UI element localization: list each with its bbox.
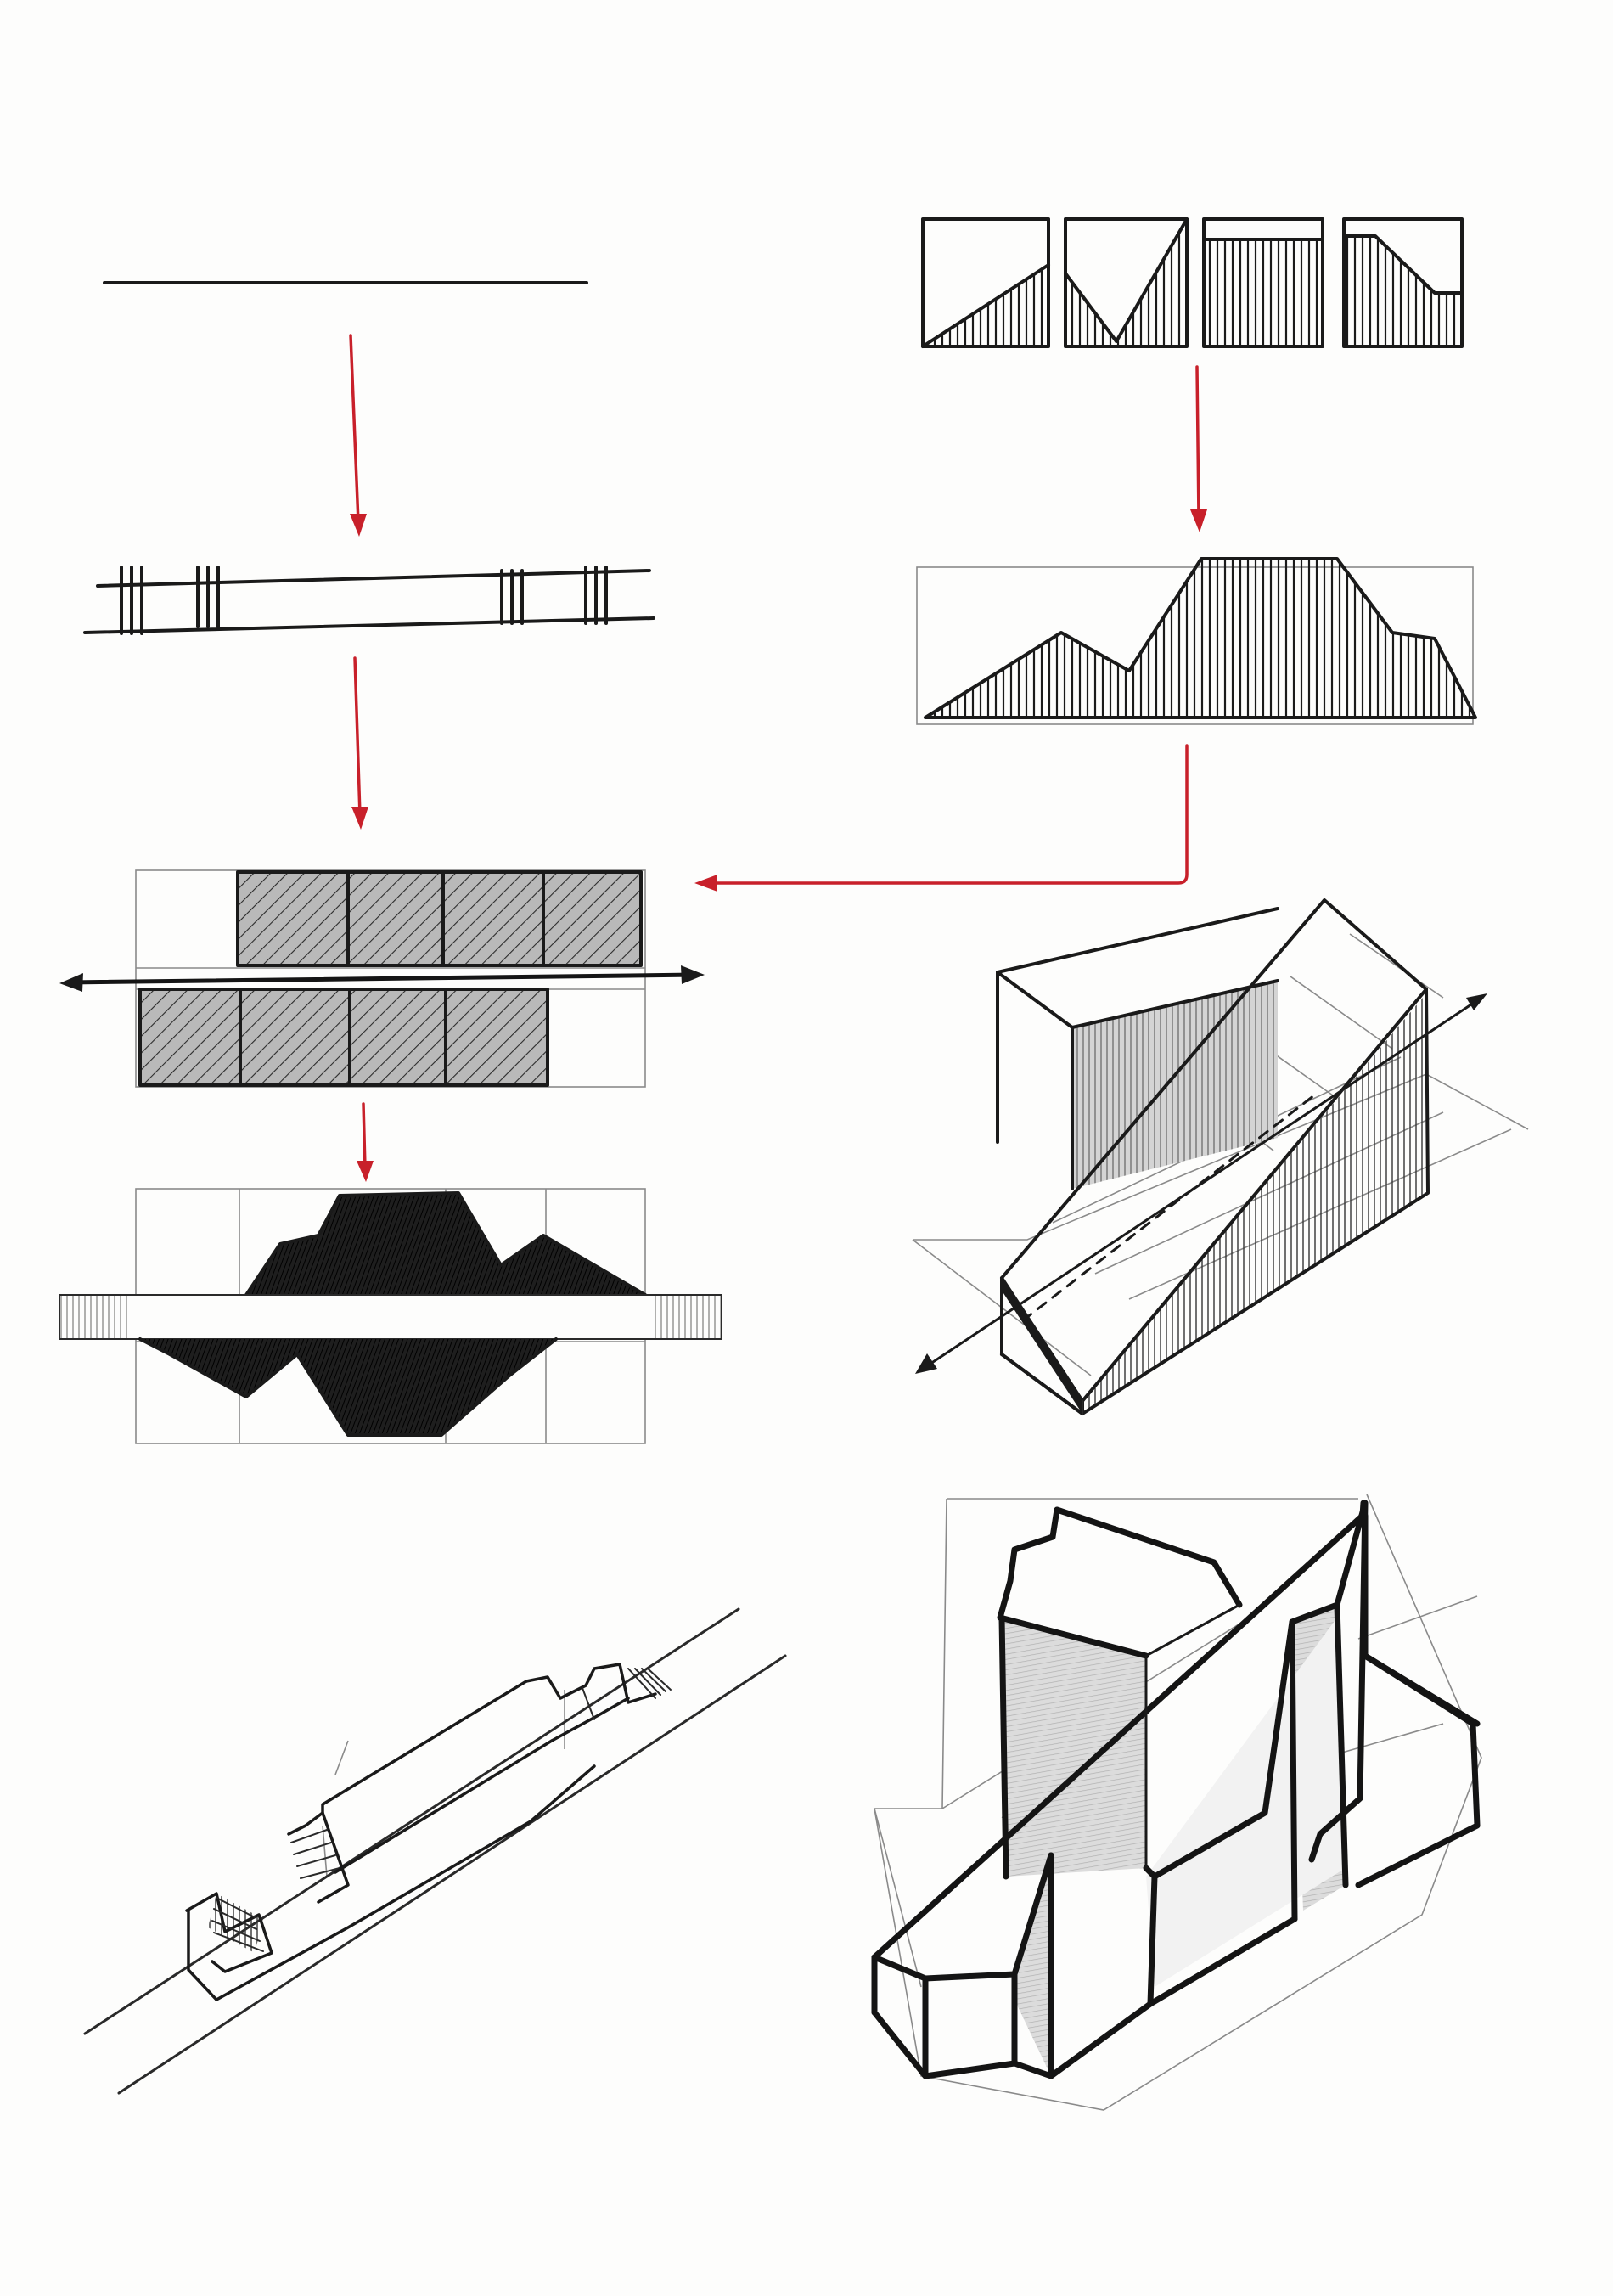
red-arrow-left-elbow: [694, 744, 1189, 892]
plan-grid-diagram: [59, 869, 705, 1088]
red-arrow-down-1: [349, 334, 367, 537]
thumbnail-step-down: [1342, 217, 1464, 348]
isometric-ramp-box: [912, 898, 1529, 1415]
line-with-stripe-segments: [83, 566, 655, 635]
combined-section-profile: [916, 557, 1477, 725]
stair-left-1: [185, 1892, 273, 1973]
section-thumbnails: [921, 217, 1464, 348]
stair-left-2: [287, 1811, 350, 1904]
red-arrow-down-3: [357, 1102, 374, 1182]
stepped-path-isometric: [83, 1607, 787, 2095]
red-arrow-down-right: [1190, 365, 1207, 532]
thumbnail-ramp: [921, 217, 1050, 348]
stair-right: [582, 1668, 672, 1720]
red-arrow-down-2: [351, 656, 368, 830]
thumbnail-valley: [1064, 217, 1189, 348]
faceted-massing-isometric: [871, 1494, 1482, 2111]
section-profile-diagram: [59, 1188, 722, 1444]
thumbnail-full: [1202, 217, 1324, 348]
